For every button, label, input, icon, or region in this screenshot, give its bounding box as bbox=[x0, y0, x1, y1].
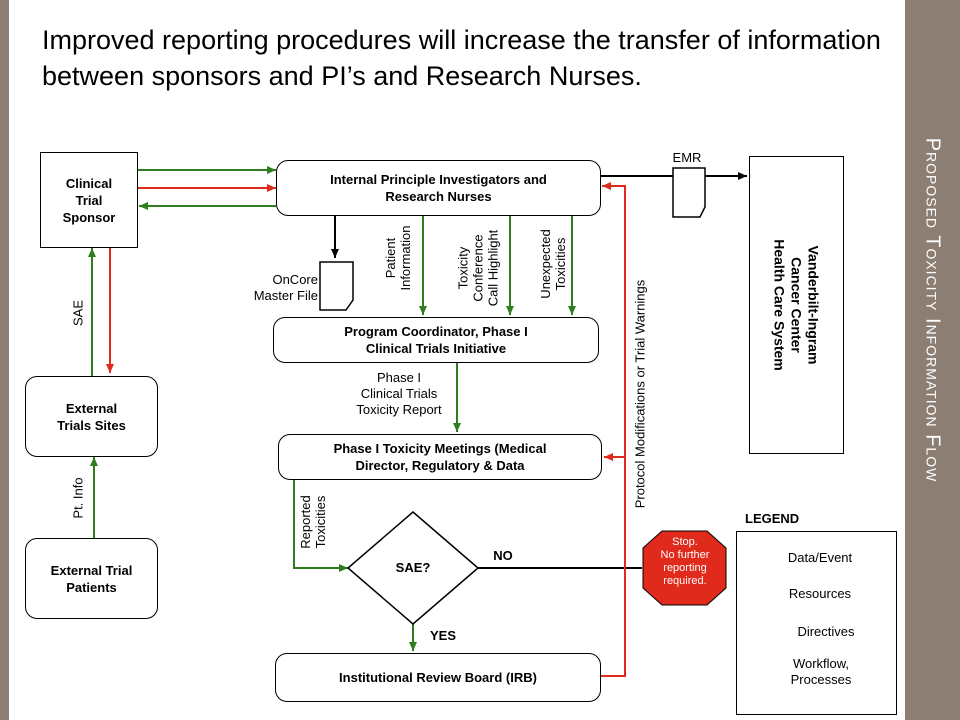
clinical-trial-sponsor-box: Clinical Trial Sponsor bbox=[40, 152, 138, 248]
emr-document-icon bbox=[672, 167, 706, 218]
stop-label: Stop. No further reporting required. bbox=[660, 536, 710, 587]
oncore-document-icon bbox=[319, 261, 354, 311]
internal-pi-box: Internal Principle Investigators and Res… bbox=[276, 160, 601, 216]
arrow-protocol-modifications bbox=[601, 182, 626, 677]
protocol-modifications-label: Protocol Modifications or Trial Warnings bbox=[632, 279, 648, 509]
headline: Improved reporting procedures will incre… bbox=[42, 25, 881, 91]
sae-decision-label: SAE? bbox=[395, 560, 431, 575]
legend-label-data-event: Data/Event bbox=[787, 550, 853, 565]
reported-toxicities-label: Reported Toxicities bbox=[298, 495, 328, 549]
no-label: NO bbox=[493, 548, 513, 563]
oncore-label: OnCore Master File bbox=[253, 272, 318, 303]
program-coordinator-box: Program Coordinator, Phase I Clinical Tr… bbox=[273, 317, 599, 363]
title-side-panel bbox=[905, 0, 960, 720]
vicc-label: Vanderbilt-Ingram Cancer Center Health C… bbox=[771, 239, 822, 371]
yes-label: YES bbox=[429, 628, 456, 643]
stop-octagon bbox=[642, 530, 727, 606]
toxicity-report-label: Phase I Clinical Trials Toxicity Report bbox=[356, 370, 442, 417]
legend-title: LEGEND bbox=[745, 511, 800, 526]
sae-edge-label: SAE bbox=[70, 299, 86, 327]
toxicity-meetings-box: Phase I Toxicity Meetings (Medical Direc… bbox=[278, 434, 602, 480]
external-trials-sites-box: External Trials Sites bbox=[25, 376, 158, 457]
left-accent-strip bbox=[0, 0, 9, 720]
toxicity-conference-label: Toxicity Conference Call Highlight bbox=[455, 229, 501, 307]
pt-info-edge-label: Pt. Info bbox=[70, 477, 86, 519]
sae-decision-diamond bbox=[346, 511, 480, 625]
unexpected-toxicities-label: Unexpected Toxicities bbox=[538, 229, 568, 299]
irb-box: Institutional Review Board (IRB) bbox=[275, 653, 601, 702]
legend-box bbox=[736, 531, 897, 715]
emr-label: EMR bbox=[672, 150, 702, 165]
legend-label-directives: Directives bbox=[797, 624, 855, 639]
legend-label-workflow: Workflow, Processes bbox=[790, 656, 852, 687]
patient-information-label: Patient Information bbox=[383, 225, 413, 291]
arrow-reported-toxicities bbox=[293, 480, 348, 572]
vicc-box bbox=[749, 156, 844, 454]
legend-label-resources: Resources bbox=[788, 586, 852, 601]
external-trial-patients-box: External Trial Patients bbox=[25, 538, 158, 619]
